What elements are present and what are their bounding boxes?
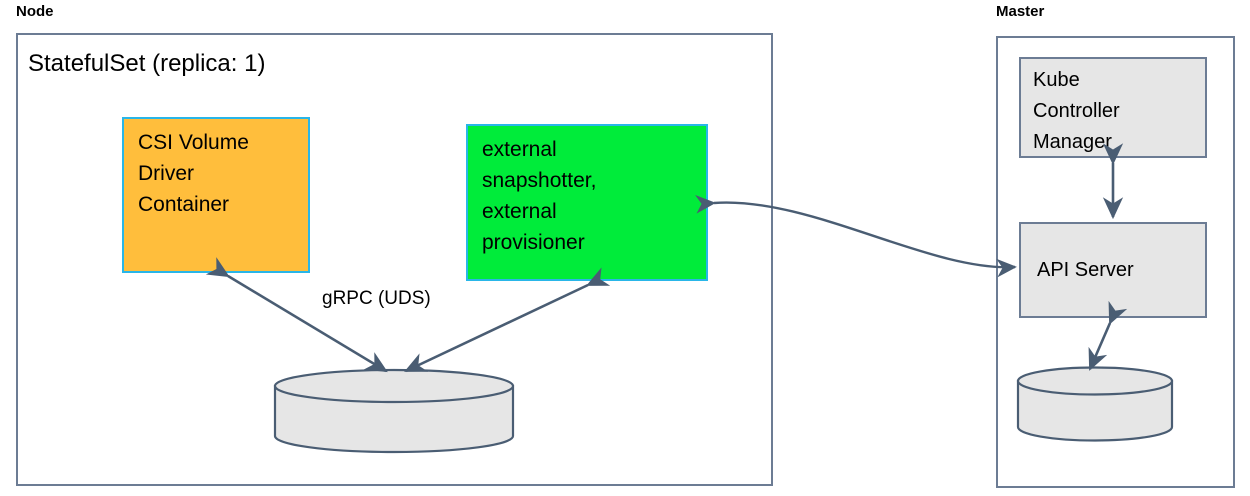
api-server-box[interactable]: API Server (1019, 222, 1207, 318)
node-group-label: Node (16, 3, 54, 20)
kube-controller-manager-label: Kube Controller Manager (1033, 69, 1120, 153)
emptydir-volume-label: EmptyDir Volume (324, 407, 464, 427)
etcd-label: etcd (1044, 394, 1079, 414)
master-group-label: Master (996, 3, 1045, 20)
grpc-uds-edge-label: gRPC (UDS) (322, 288, 431, 309)
external-sidecars-label: external snapshotter, external provision… (482, 138, 597, 254)
kube-controller-manager-box[interactable]: Kube Controller Manager (1019, 57, 1207, 158)
emptydir-volume-cylinder[interactable]: EmptyDir Volume (275, 372, 513, 452)
csi-volume-driver-container-label: CSI Volume Driver Container (138, 131, 249, 216)
csi-volume-driver-container-box[interactable]: CSI Volume Driver Container (122, 117, 310, 273)
external-sidecars-box[interactable]: external snapshotter, external provision… (466, 124, 708, 281)
api-server-label: API Server (1037, 258, 1134, 281)
etcd-cylinder[interactable]: etcd (1018, 368, 1173, 442)
statefulset-title: StatefulSet (replica: 1) (28, 50, 266, 77)
